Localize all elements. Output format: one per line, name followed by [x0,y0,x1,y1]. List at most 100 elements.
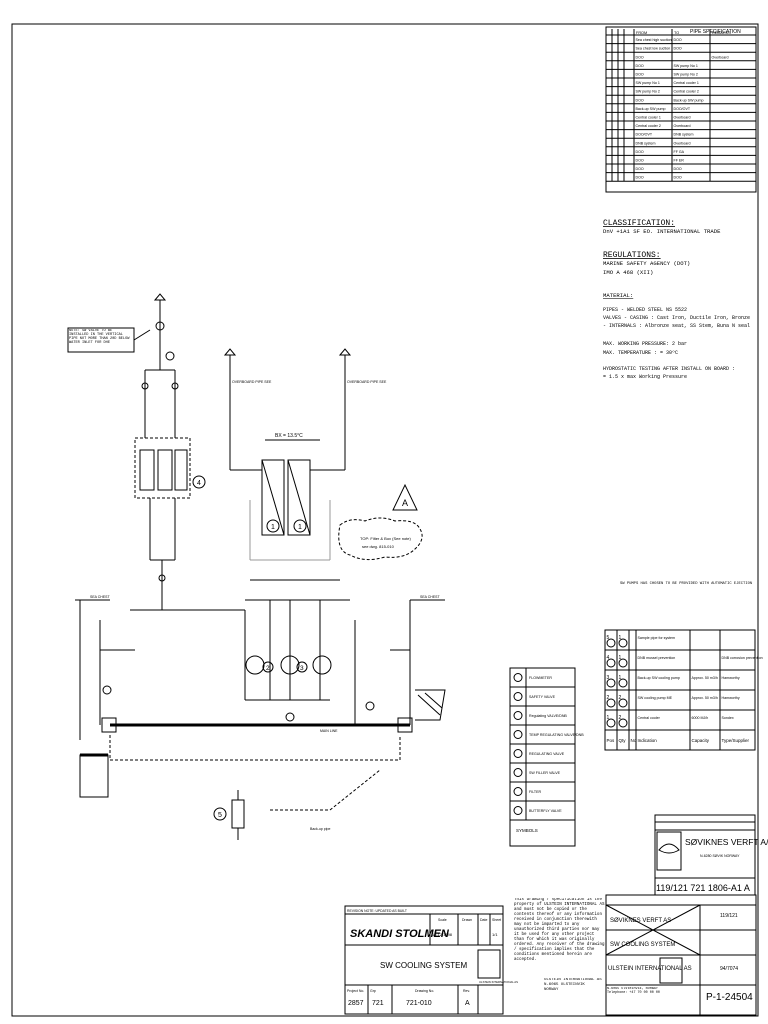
equipment-header: Type/Supplier [722,738,750,743]
equipment-cell: 1 [619,675,622,681]
backup-sw-pump [312,655,332,675]
yard-address: N-6280 SØVIK NORWAY [700,854,740,858]
vessel-name: SKANDI STOLMEN [350,928,450,940]
sign-label: Drawn [462,918,472,922]
pump-note: SW PUMPS HAS CHOSEN TO BE PROVIDED WITH … [620,582,752,586]
max-temperature: MAX. TEMPERATURE : = 30ºC [603,350,678,356]
butterfly-valve-icon [513,806,523,815]
svg-text:1: 1 [298,524,302,531]
rev-label: Rev. [463,989,470,993]
equipment-cell: 5 [607,635,610,641]
yard-drawing-number: 119/121 721 1806-A1 A [656,883,750,893]
drawing-no-label: Drawing No. [415,989,434,993]
symbol-label: SW FILLER VALVE [529,771,561,775]
drawing-title-right: SW COOLING SYSTEM [610,942,675,948]
spec-cell: DNB system [636,141,656,145]
drawing-no: 721-010 [406,1000,432,1007]
position-bubble [606,698,616,708]
temperature-regulating-icon [513,730,523,739]
equipment-cell: 4 [607,655,610,661]
spec-cell: DOO [636,64,644,68]
yard-name-short: SØVIKNES VERFT AS [610,918,671,924]
position-bubble [606,658,616,668]
symbol-label: FILTER [529,790,542,794]
max-pressure: MAX. WORKING PRESSURE: 2 bar [603,341,687,347]
company-name: ULSTEIN INTERNATIONAL AS [608,966,692,972]
date-label: Date [480,918,487,922]
spec-cell: DOO [636,167,644,171]
equipment-header: Indication [638,738,658,743]
dnb-mussel-box [134,437,191,499]
piping-diagram: NOTE: SW VALVE TO BE INSTALLED IN THE VE… [67,293,446,840]
equipment-tag-3 [296,661,308,673]
symbol-label: FLOWMETER [529,676,552,680]
regulating-valve2-icon [513,749,523,758]
spec-cell: DOO [674,167,682,171]
hydro-heading: HYDROSTATIC TESTING AFTER INSTALL ON BOA… [603,366,735,372]
equipment-header: No [631,738,637,743]
spec-cell: DOO [636,55,644,59]
classification-notes: CLASSIFICATION: DnV +1A1 SF EO. INTERNAT… [603,219,752,586]
cloud-text-1: TOP: Filter & Box (See note) [360,536,412,541]
main-title-block: REVISION NOTE: UPDATED AS BUILT SKANDI S… [344,905,518,1015]
equipment-tag-1 [266,519,280,533]
equipment-header: Qty [619,738,627,743]
equipment-cell: 2 [619,715,622,721]
spec-cell: Central cooler 2 [636,124,661,128]
yard-title-block: SØVIKNES VERFT A/S N-6280 SØVIK NORWAY 1… [654,814,768,896]
equipment-cell: Central cooler [638,716,661,720]
equipment-cell: 1 [619,655,622,661]
quantity-bubble [618,658,628,668]
classification-text: DnV +1A1 SF EO. INTERNATIONAL TRADE [603,228,721,235]
project-no: 2857 [348,1000,364,1007]
spec-cell: SW pump No 1 [636,81,660,85]
back-up-pipe-label: Back-up pipe [310,827,330,831]
regulations-line-2: IMO A 468 (XII) [603,269,653,276]
material-heading: MATERIAL: [603,292,633,299]
cloud-text-2: see dwg. 815-010 [362,544,395,549]
company-contact: N-6065 Ulsteinvik, NORWAY Telephone: +47… [607,987,660,995]
spec-cell: Sea chest low suction [636,47,671,51]
material-pipes: PIPES - WELDED STEEL NS 5522 [603,307,687,313]
spec-cell: Central cooler 1 [674,81,699,85]
overboard-label-2: OVERBOARD PIPE SEE [347,380,387,384]
spec-header: REMARKS [712,31,731,35]
spec-cell: Overboard [674,124,691,128]
material-valves: VALVES - CASING : Cast Iron, Ductile Iro… [603,315,750,321]
sheet-label: Sheet [492,918,501,922]
sea-chest-label-left: SEA CHEST [90,595,111,599]
group-no: 721 [372,1000,384,1007]
equipment-cell: 3 [607,675,610,681]
spec-title: PIPE SPECIFICATION [690,29,741,35]
spec-cell: DNB system [674,133,694,137]
equipment-number-2: 2 [266,665,270,672]
bxo-label: BX = 13.5°C [275,433,303,439]
spec-cell: DOO [674,176,682,180]
drawing-title: SW COOLING SYSTEM [380,961,467,970]
revision-note: REVISION NOTE: UPDATED AS BUILT [347,909,407,913]
position-bubble [606,678,616,688]
project-no-label: Project No. [347,989,364,993]
spec-cell: DOO [674,47,682,51]
equipment-cell: 2 [607,695,610,701]
sw-pump-2 [280,655,300,675]
sheet-border [11,23,759,1017]
equipment-cell: DNB mussel prevention [638,656,676,660]
spec-cell: Back-up SW pump [674,98,704,102]
regulations-heading: REGULATIONS: [603,251,661,260]
equipment-cell: DNB corrosion prevention [722,656,763,660]
equipment-cell: 1 [619,635,622,641]
non-return-valve-icon [513,768,523,777]
symbol-label: BUTTERFLY VALVE [529,809,562,813]
sw-pump-1 [245,655,265,675]
equipment-cell: Sample pipe for system [638,636,676,640]
spec-cell: DOO [636,159,644,163]
spec-cell: Back-up SW pump [636,107,666,111]
company-logo [477,949,501,979]
spec-header: TO [674,31,679,35]
spec-cell: Sea chest high suction [636,38,672,42]
material-internals: - INTERNALS : Albronze seat, SS Stem, Bu… [603,323,750,329]
spec-cell: Overboard [712,55,729,59]
